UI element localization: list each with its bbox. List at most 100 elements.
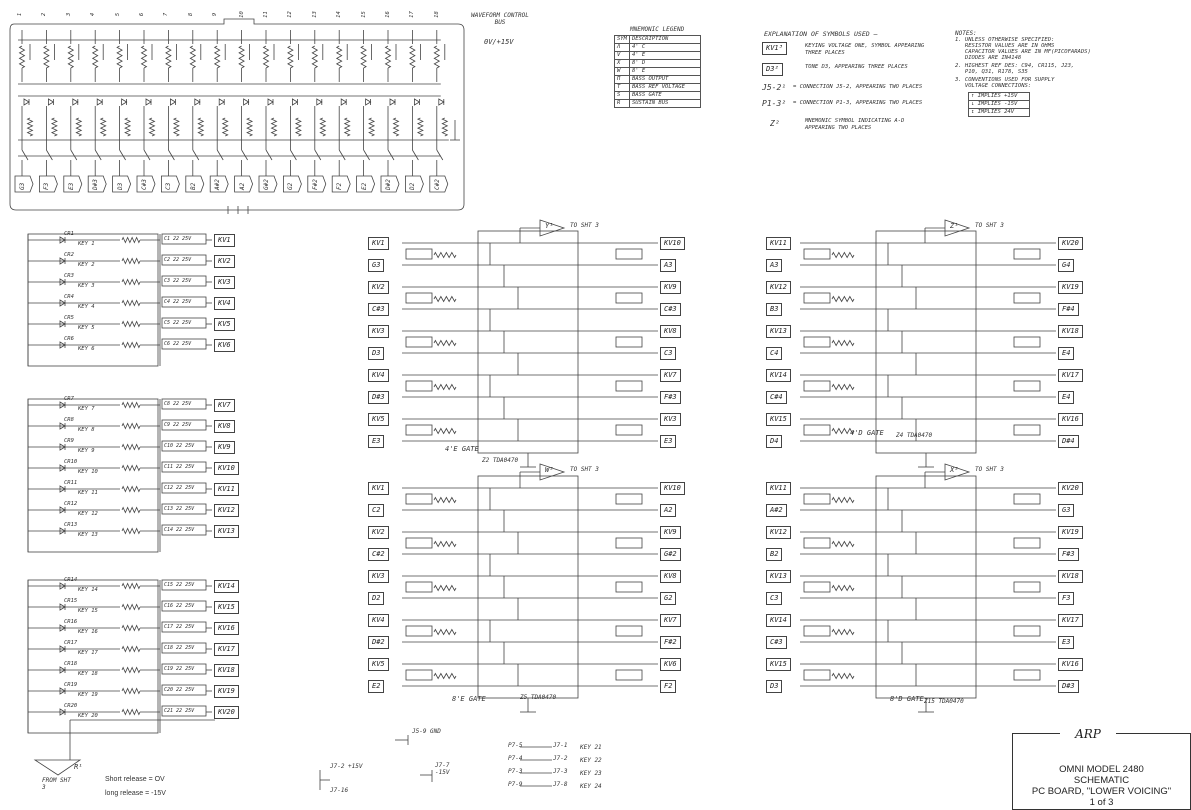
sheet-number: 1 of 3 — [1089, 797, 1114, 808]
bus-pin-label: 13 — [311, 11, 318, 18]
resistor — [121, 278, 141, 286]
wire — [363, 149, 370, 161]
diode — [59, 687, 66, 695]
diode — [59, 443, 66, 451]
tone-terminal — [63, 175, 83, 193]
diode-ref: CR6 — [64, 336, 74, 342]
key-label: KEY 18 — [78, 671, 98, 677]
tone-label: G#2 — [263, 179, 270, 190]
diode-ref: CR4 — [64, 294, 74, 300]
gate-output-label: KV7 — [660, 614, 681, 627]
gate-ic-label: Z4 TDA0470 — [896, 432, 933, 439]
key-label: KEY 20 — [78, 713, 98, 719]
tone-terminal — [209, 175, 229, 193]
bus-pin-label: 10 — [238, 11, 245, 18]
diode-ref: CR8 — [64, 417, 74, 423]
resistor-pack — [1013, 292, 1041, 304]
gate-input-label: KV15 — [766, 658, 791, 671]
capacitor-label: C21 22 25V — [164, 708, 195, 714]
bus-pin-label: 3 — [65, 12, 72, 17]
diode-ref: CR10 — [64, 459, 78, 465]
key-label: KEY 19 — [78, 692, 98, 698]
resistor — [172, 117, 180, 137]
resistor — [831, 540, 855, 548]
symbol-example: J5-2¹ — [762, 83, 787, 92]
resistor-pack — [803, 537, 831, 549]
diode — [267, 98, 274, 106]
wire — [338, 149, 346, 161]
legend-header-desc: DESCRIPTION — [628, 35, 701, 44]
tone-label: C#3 — [141, 179, 148, 190]
gate-input-label: D4 — [766, 435, 783, 448]
gate-input-label: KV11 — [766, 482, 791, 495]
resistor — [99, 117, 107, 137]
resistor-pack — [405, 292, 433, 304]
gate-input-label: KV14 — [766, 614, 791, 627]
wire — [143, 149, 151, 161]
tone-label: D#3 — [92, 179, 100, 190]
short-release-note: Short release = OV — [105, 776, 165, 783]
resistor — [121, 506, 141, 514]
gate-output-label: F#4 — [1058, 303, 1079, 316]
bus-pin-label: 15 — [360, 11, 367, 18]
diode — [59, 527, 66, 535]
capacitor-block — [161, 705, 207, 717]
tone-terminal — [356, 175, 376, 193]
resistor — [121, 603, 141, 611]
diode — [59, 506, 66, 514]
capacitor-label: C18 22 25V — [164, 645, 195, 651]
legend-sym: Π — [614, 75, 630, 84]
resistor — [433, 496, 457, 504]
resistor — [121, 708, 141, 716]
legend-title: MNEMONIC LEGEND — [630, 26, 685, 33]
resistor — [121, 257, 141, 265]
board-outline — [9, 18, 465, 211]
sheet-reference: TO SHT 3 — [975, 222, 1004, 229]
gate-input-label: A#2 — [766, 504, 787, 517]
resistor — [831, 295, 855, 303]
resistor-pack — [615, 493, 643, 505]
diode — [414, 98, 421, 106]
key-label: KEY 16 — [78, 629, 98, 635]
gate-output-label: KV10 — [660, 482, 685, 495]
legend-sym: W — [614, 67, 630, 76]
resistor — [262, 45, 270, 69]
connector-key: KEY 23 — [580, 770, 602, 777]
capacitor-block — [161, 440, 207, 452]
diode — [316, 98, 323, 106]
diode — [243, 98, 250, 106]
gate-input-label: KV13 — [766, 570, 791, 583]
legend-desc: BASS REF VOLTAGE — [628, 83, 701, 92]
supply-label: 0V/+15V — [484, 38, 514, 46]
tone-terminal — [185, 175, 205, 193]
resistor-pack — [615, 625, 643, 637]
resistor — [831, 672, 855, 680]
gate-output-label: F#3 — [660, 391, 681, 404]
resistor — [26, 117, 34, 137]
tone-label: E3 — [67, 182, 75, 190]
resistor — [319, 117, 327, 137]
resistor-pack — [615, 537, 643, 549]
doc-type: SCHEMATIC — [1073, 775, 1130, 786]
gate-output-label: KV8 — [660, 325, 681, 338]
resistor-pack — [1013, 625, 1041, 637]
resistor-pack — [405, 380, 433, 392]
resistor — [221, 117, 229, 137]
capacitor-block — [161, 275, 207, 287]
gate-input-label: C#3 — [368, 303, 389, 316]
gate-output-label: F2 — [660, 680, 677, 693]
j7-16-label: J7-16 — [330, 787, 349, 794]
tone-label: E2 — [360, 182, 368, 190]
resistor-pack — [615, 248, 643, 260]
legend-sym: T — [614, 83, 630, 92]
bus-pin-label: 12 — [287, 11, 294, 18]
wire — [241, 149, 248, 161]
resistor-pack — [405, 669, 433, 681]
note-line: 2. HIGHEST REF DES: C94, CR115, J23, — [955, 63, 1075, 69]
resistor — [368, 117, 376, 137]
